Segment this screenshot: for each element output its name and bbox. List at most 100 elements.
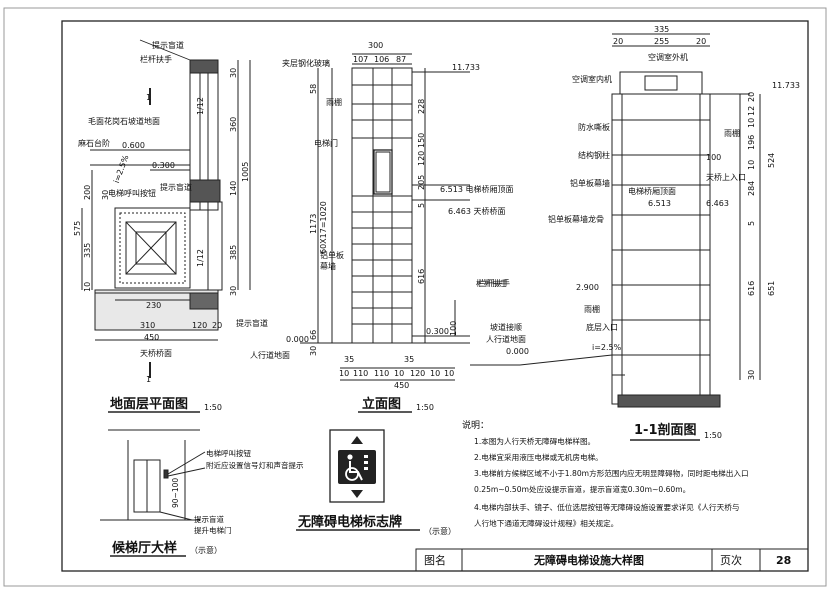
plan-dim-120: 120: [192, 321, 207, 330]
elev-dim-110a: 110: [353, 369, 368, 378]
note-3a: 3.电梯前方候梯区域不小于1.80m方形范围内应无明显障碍物，同时距电梯出入口: [474, 468, 749, 478]
sec-level-bridge: 6.463: [706, 199, 729, 208]
hall-heading: 候梯厅大样: [112, 540, 177, 556]
hall-note: （示意）: [190, 545, 222, 555]
elev-dim-616: 616: [417, 269, 426, 284]
sec-level-2900: 2.900: [576, 283, 599, 292]
note-4a: 4.电梯内部扶手、镜子、低位选层按钮等无障碍设施设置要求详见《人行天桥与: [474, 502, 739, 512]
arrow-up-icon: [351, 436, 363, 444]
title-text: 无障碍电梯设施大样图: [533, 553, 644, 567]
sec-level-100: 100: [706, 153, 721, 162]
notes-heading: 说明：: [462, 419, 489, 431]
sec-level-0000: 0.000: [506, 347, 529, 356]
sec-label-flashing: 防水嘶板: [578, 122, 610, 132]
notes-block: 说明： 1.本图为人行天桥无障碍电梯样图。 2.电梯宜采用液压电梯或无机房电梯。…: [462, 419, 749, 528]
page-label: 页次: [720, 553, 742, 567]
note-1: 1.本图为人行天桥无障碍电梯样图。: [474, 436, 595, 446]
sec-label-ground-ent: 底层入口: [586, 322, 618, 332]
sec-label-canopy-r: 雨棚: [724, 128, 740, 138]
elev-dim-87: 87: [396, 55, 406, 64]
elev-level-0300: 0.300: [426, 327, 449, 336]
sec-dim-30: 30: [747, 370, 756, 380]
sec-label-keel: 铝单板幕墙龙骨: [548, 214, 604, 224]
accessible-lift-sign: [329, 429, 385, 503]
elev-vert-label: 60X17=1020: [319, 201, 328, 254]
sec-dim-20a: 20: [613, 37, 623, 46]
sec-level-top: 11.733: [772, 81, 800, 90]
sign-heading: 无障碍电梯标志牌: [297, 514, 402, 530]
sec-dim-5: 5: [747, 221, 756, 226]
elev-level-0000: 0.000: [286, 335, 309, 344]
sec-dim-284: 284: [747, 181, 756, 196]
elev-label-walkway: 人行道地面: [250, 350, 290, 360]
elev-dim-5: 5: [417, 203, 426, 208]
elev-level-bridge: 6.463 天桥桥面: [448, 206, 505, 216]
sec-label-railing: 栏杆扶手: [478, 278, 510, 288]
sec-pct: i=2.5%: [592, 343, 622, 352]
sec-dim-335: 335: [654, 25, 669, 34]
elev-dim-100: 100: [449, 321, 458, 336]
elev-label-cladding-2: 幕墙: [320, 261, 336, 271]
sign-note: （示意）: [424, 526, 456, 536]
elevation-text: 300 107 106 87 夹层钢化玻璃 雨棚 电梯门 铝单板 幕墙 栏杆扶手…: [250, 41, 513, 390]
plan-dim-310: 310: [140, 321, 155, 330]
elev-dim-35a: 35: [344, 355, 354, 364]
plan-label-railing: 栏杆扶手: [140, 54, 172, 64]
plan-level-0600: 0.600: [122, 141, 145, 150]
elev-dim-1173: 1173: [309, 214, 318, 234]
plan-label-blind-right: 提示盲道: [160, 182, 192, 192]
plan-dim-575: 575: [73, 221, 82, 236]
plan-dim-30b: 30: [229, 286, 238, 296]
elev-dim-66: 66: [309, 330, 318, 340]
elevation-heading: 立面图: [362, 396, 401, 412]
plan-dim-30c: 30: [101, 190, 110, 200]
plan-dim-335: 335: [83, 243, 92, 258]
plan-dim-140: 140: [229, 181, 238, 196]
hall-door: 提升电梯门: [194, 525, 232, 535]
hall-blind: 提示盲道: [194, 514, 224, 524]
section-text: 335 20 255 20 空调室外机 空调室内机 防水嘶板 结构钢柱 铝单板幕…: [478, 25, 800, 380]
sec-label-canopy-l: 雨棚: [584, 304, 600, 314]
section-1-1: [470, 33, 761, 408]
elev-dim-35b: 35: [404, 355, 414, 364]
ground-floor-plan: [81, 39, 251, 378]
elev-dim-58: 58: [309, 84, 318, 94]
elev-dim-205: 205: [417, 175, 426, 190]
sec-dim-196: 196: [747, 135, 756, 150]
plan-label-stone-step: 麻石台阶: [78, 138, 110, 148]
hall-signal: 附近应设置信号灯和声音提示: [206, 460, 304, 470]
plan-label-blind-top: 提示盲道: [152, 40, 184, 50]
elev-dim-10b: 10: [394, 369, 404, 378]
sec-label-ramp: 坡道接顺: [490, 322, 522, 332]
sec-label-clad: 铝单板幕墙: [570, 178, 610, 188]
elev-dim-110b: 110: [374, 369, 389, 378]
plan-dim-10: 10: [83, 282, 92, 292]
elev-dim-106: 106: [374, 55, 389, 64]
sec-dim-10b: 10: [747, 160, 756, 170]
plan-section-mark-top: 1: [146, 93, 151, 102]
elev-label-canopy: 雨棚: [326, 97, 342, 107]
plan-section-mark-bottom: 1: [146, 375, 151, 384]
plan-dim-230: 230: [146, 301, 161, 310]
elev-dim-10c: 10: [430, 369, 440, 378]
elevation-view: [300, 53, 470, 381]
title-block: [415, 548, 809, 572]
sec-label-ac-out: 空调室外机: [648, 52, 688, 62]
elev-dim-10a: 10: [339, 369, 349, 378]
sec-dim-524: 524: [767, 153, 776, 168]
elev-dim-120: 120: [410, 369, 425, 378]
waiting-hall-detail: [100, 429, 206, 521]
elev-dim-107: 107: [353, 55, 368, 64]
note-4b: 人行地下通道无障碍设计规程》相关规定。: [474, 518, 618, 528]
elevation-scale: 1:50: [416, 403, 434, 412]
hall-dim: 90~100: [171, 478, 180, 508]
sec-label-bridge-ent: 天桥上入口: [706, 172, 746, 182]
elev-dim-30: 30: [309, 346, 318, 356]
plan-dim-360: 360: [229, 117, 238, 132]
elev-level-top: 11.733: [452, 63, 480, 72]
sec-label-ac-in: 空调室内机: [572, 74, 612, 84]
sec-dim-20: 20: [747, 92, 756, 102]
plan-dim-385: 385: [229, 245, 238, 260]
